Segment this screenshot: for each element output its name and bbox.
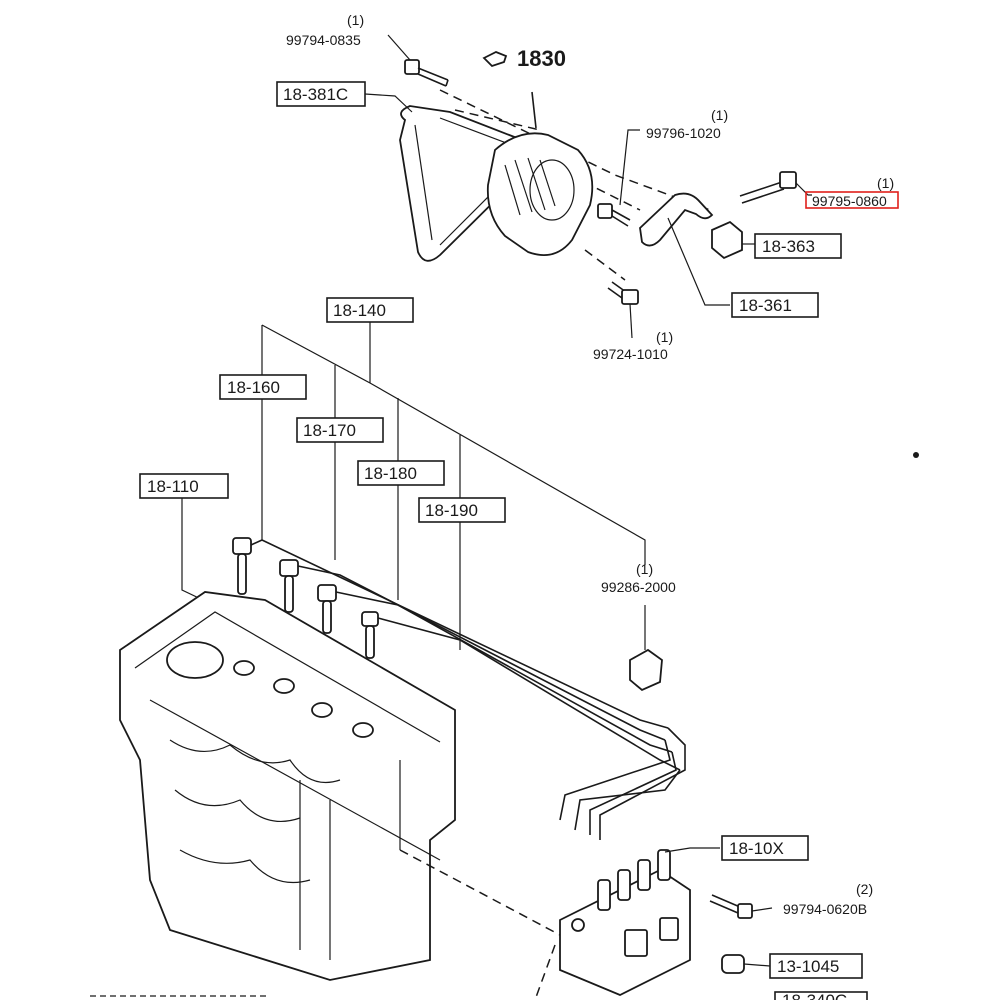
callout-cap-label: 13-1045 [777,957,839,976]
reference-hand-icon [482,51,508,68]
callout-bracket[interactable]: 18-361 [731,292,819,318]
qty-bolt-highlighted: (1) [877,175,894,191]
callout-cord-no4-label: 18-190 [425,501,478,520]
ignition-cord-no4-icon [361,611,681,771]
ignition-cord-no3-icon [317,584,673,753]
callout-cord-no3-label: 18-180 [364,464,417,483]
cord-clip-icon [629,605,663,692]
callout-spark-plug-label: 18-110 [147,477,199,496]
callout-cap[interactable]: 13-1045 [769,953,863,979]
partno-bolt-highlighted[interactable]: 99795-0860 [812,193,887,209]
bushing-icon [711,220,755,260]
callout-belt[interactable]: 18-381C [276,81,366,107]
lower-bolt-icon [607,281,639,339]
callout-bushing-label: 18-363 [762,237,815,256]
callout-cord-no4[interactable]: 18-190 [418,497,506,523]
ignition-coil-icon [559,847,720,996]
callout-cord-set[interactable]: 18-140 [326,297,414,323]
callout-cord-no2[interactable]: 18-170 [296,417,384,443]
partno-bolt-lower[interactable]: 99724-1010 [593,346,668,362]
partno-bolt-bracket[interactable]: 99796-1020 [646,125,721,141]
callout-spark-plug[interactable]: 18-110 [139,473,229,499]
adjusting-bracket-icon [639,192,714,247]
callout-cord-no2-label: 18-170 [303,421,356,440]
partno-bolt-top[interactable]: 99794-0835 [286,32,361,48]
ignition-cord-no2-icon [279,559,666,741]
callout-cord-set-label: 18-140 [333,301,386,320]
callout-ignition-coil[interactable]: 18-10X [721,835,809,861]
coil-cap-icon [721,954,771,974]
callout-bottom-partial[interactable]: 18-340C [774,991,868,1000]
ignition-cord-no1-icon [232,537,263,595]
alternator-icon [486,91,594,256]
callout-bushing[interactable]: 18-363 [754,233,842,259]
qty-bolt-lower: (1) [656,329,673,345]
coil-bolt-icon [709,894,773,919]
callout-belt-label: 18-381C [283,85,348,104]
callout-bracket-label: 18-361 [739,296,792,315]
qty-bolt-top: (1) [347,12,364,28]
callout-bottom-partial-label: 18-340C [782,991,847,1000]
qty-bolt-coil: (2) [856,881,873,897]
partno-bolt-coil[interactable]: 99794-0620B [783,901,867,917]
qty-clip: (1) [636,561,653,577]
engine-block-icon [119,591,456,981]
highlight-box [805,191,899,209]
page-mark [913,452,919,458]
callout-cord-no1[interactable]: 18-160 [219,374,307,400]
adjusting-bolt-icon [739,171,812,204]
callout-cord-no1-label: 18-160 [227,378,280,397]
group-number: 1830 [517,46,566,71]
callout-ignition-coil-label: 18-10X [729,839,784,858]
qty-bolt-bracket: (1) [711,107,728,123]
callout-cord-no3[interactable]: 18-180 [357,460,445,486]
top-bolt-icon [387,34,449,87]
partno-clip[interactable]: 99286-2000 [601,579,676,595]
bracket-bolt-icon [597,129,640,227]
